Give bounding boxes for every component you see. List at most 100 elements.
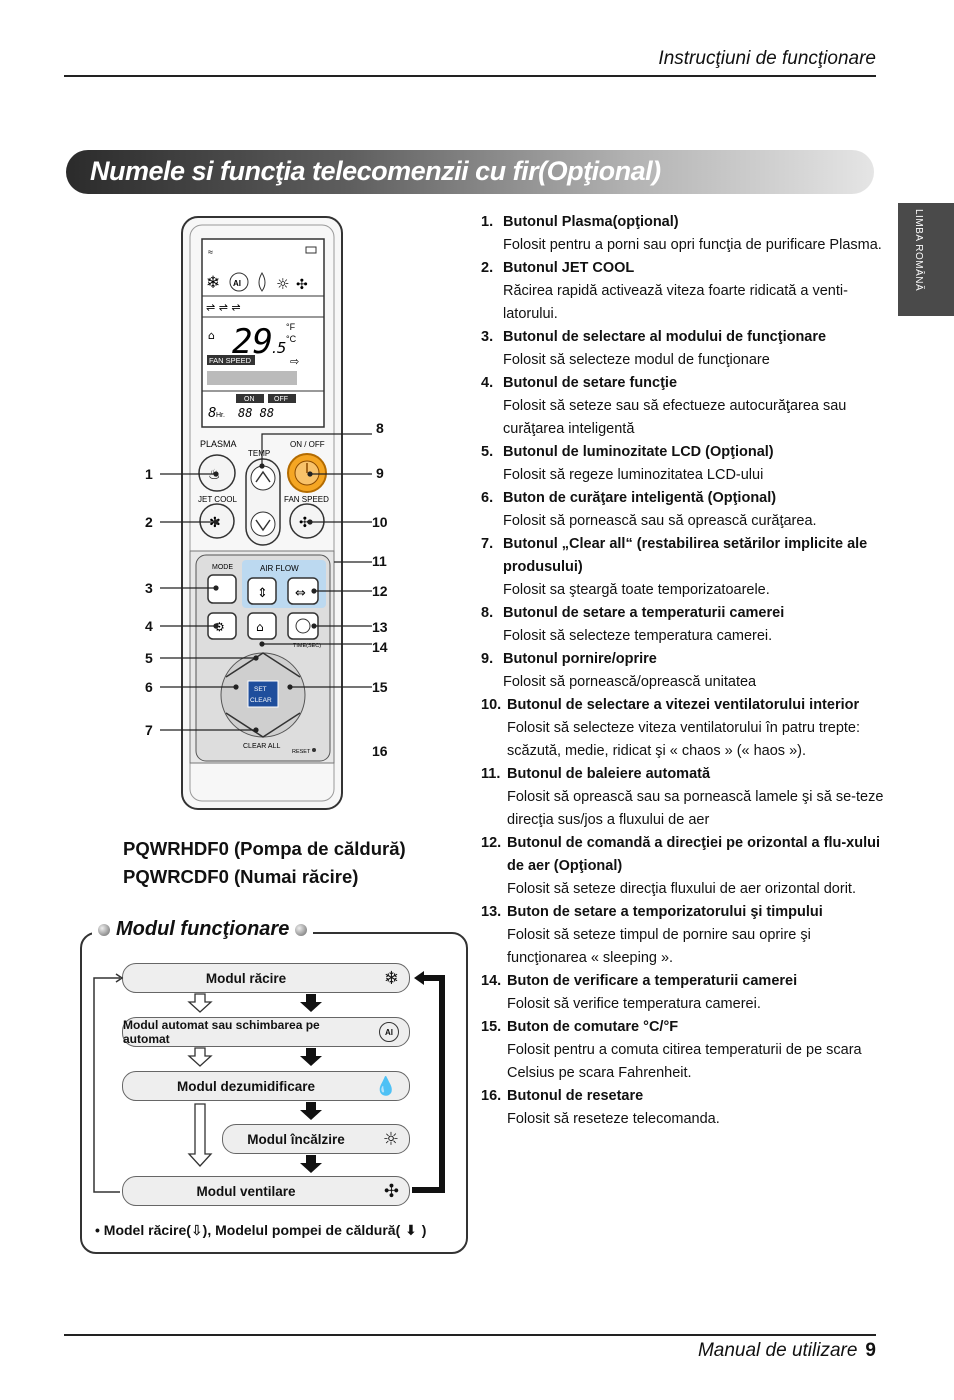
svg-text:Hr.: Hr. (216, 412, 225, 419)
callout-1: 1 (145, 466, 153, 482)
description-item-title: 9.Butonul pornire/oprire (481, 648, 891, 671)
svg-text:CLEAR: CLEAR (250, 697, 272, 704)
description-item: 13. Buton de setare a temporizatorului şi… (481, 901, 891, 970)
callout-7: 7 (145, 722, 153, 738)
description-item-text: Folosit să seteze timpul de pornire sau … (507, 927, 811, 966)
callout-5: 5 (145, 650, 153, 666)
description-item-heading: Butonul de selectare al modului de funcţ… (503, 329, 827, 345)
description-item-text: Folosit să seteze direcţia fluxului de a… (507, 881, 856, 897)
svg-text:⇔: ⇔ (295, 586, 306, 601)
ai-icon: AI (379, 1022, 399, 1042)
mode-auto: Modul automat sau schimbarea pe automat … (122, 1017, 410, 1047)
description-item-text: Folosit să verifice temperatura camerei. (507, 996, 761, 1012)
description-item-title: 10.Butonul de selectare a vitezei ventil… (481, 694, 891, 717)
solid-down-arrow-icon: ⬇ (400, 1223, 422, 1239)
description-item-heading: Buton de setare a temporizatorului şi ti… (507, 904, 823, 920)
svg-text:8: 8 (208, 406, 216, 421)
description-item-text: Folosit să seteze sau să efectueze autoc… (503, 398, 847, 437)
description-item-number: 13. (481, 904, 502, 920)
svg-text:⌂: ⌂ (208, 329, 215, 342)
description-item-number: 2. (481, 260, 494, 276)
description-item-heading: Butonul de comandă a direcţiei pe orizon… (507, 835, 881, 874)
svg-text:OFF: OFF (274, 396, 288, 403)
svg-text:FAN SPEED: FAN SPEED (284, 495, 329, 504)
description-item-text: Folosit să selecteze modul de funcţionar… (503, 352, 770, 368)
sun-icon: ☼ (382, 1128, 399, 1150)
svg-text:✣: ✣ (296, 277, 308, 293)
description-item-title: 2. Butonul JET COOL (481, 257, 891, 280)
description-item-number: 4. (481, 375, 494, 391)
description-item-number: 5. (481, 444, 494, 460)
callout-6: 6 (145, 679, 153, 695)
callout-lines (160, 433, 372, 733)
description-item-number: 8. (481, 605, 494, 621)
description-item-text: Folosit pentru a comuta citirea temperat… (507, 1042, 862, 1081)
mode-flow-arrows (93, 971, 445, 1193)
description-item-heading: Butonul JET COOL (503, 260, 635, 276)
description-item: 5.Butonul de luminozitate LCD (Opţional)… (481, 441, 891, 487)
mode-heating: Modul încălzire ☼ (222, 1124, 410, 1154)
model-heat-pump: PQWRHDF0 (Pompa de căldură) (123, 838, 406, 859)
description-item-title: 4.Butonul de setare funcţie (481, 372, 891, 395)
description-item: 10.Butonul de selectare a vitezei ventil… (481, 694, 891, 763)
description-item-number: 15. (481, 1019, 502, 1035)
description-item-heading: Butonul pornire/oprire (503, 651, 657, 667)
language-tab: LIMBA ROMÂNĂ (898, 203, 954, 316)
svg-text:CLEAR ALL: CLEAR ALL (243, 743, 280, 750)
page-title: Numele si funcţia telecomenzii cu fir(Op… (90, 156, 661, 186)
svg-text:FAN SPEED: FAN SPEED (209, 356, 252, 365)
callout-12: 12 (372, 583, 388, 599)
description-item: 12.Butonul de comandă a direcţiei pe ori… (481, 832, 891, 901)
modes-legend: • Model răcire(⇩), Modelul pompei de căl… (95, 1222, 427, 1239)
description-item-text: Folosit să reseteze telecomanda. (507, 1111, 720, 1127)
callout-10: 10 (372, 514, 388, 530)
callout-16: 16 (372, 743, 388, 759)
mode-fan: Modul ventilare ✣ (122, 1176, 410, 1206)
description-item: 1.Butonul Plasma(opţional)Folosit pentru… (481, 211, 891, 257)
mode-dehumidify: Modul dezumidificare 💧 (122, 1071, 410, 1101)
svg-text:TIME(SEC): TIME(SEC) (293, 643, 321, 649)
svg-text:ON / OFF: ON / OFF (290, 440, 325, 449)
description-item-heading: Butonul de resetare (507, 1088, 644, 1104)
description-item: 8. Butonul de setare a temperaturii camer… (481, 602, 891, 648)
description-item-text: Folosit să selecteze viteza ventilatorul… (507, 720, 861, 759)
header-rule (64, 75, 876, 77)
water-drop-icon: 💧 (374, 1075, 397, 1097)
callout-15: 15 (372, 679, 388, 695)
svg-text:TEMP: TEMP (248, 449, 270, 458)
fan-icon: ✣ (383, 1180, 399, 1202)
footer-manual-label: Manual de utilizare (697, 1340, 858, 1361)
description-item-heading: Butonul de setare a temperaturii camerei (503, 605, 785, 621)
description-item-heading: Butonul „Clear all“ (restabilirea setări… (503, 536, 868, 575)
callout-2: 2 (145, 514, 153, 530)
page-number: 9 (865, 1340, 876, 1361)
description-item-number: 11. (481, 766, 501, 782)
svg-text:JET COOL: JET COOL (198, 495, 238, 504)
description-item: 7.Butonul „Clear all“ (restabilirea setă… (481, 533, 891, 602)
operation-modes-title: Modul funcţionare (92, 918, 314, 941)
description-item-title: 6.Buton de curăţare inteligentă (Opţiona… (481, 487, 891, 510)
description-item-heading: Butonul Plasma(opţional) (503, 214, 679, 230)
description-item-title: 14.Buton de verificare a temperaturii ca… (481, 970, 891, 993)
description-item-text: Folosit să selecteze temperatura camerei… (503, 628, 773, 644)
language-tab-label: LIMBA ROMÂNĂ (913, 209, 924, 292)
description-item-heading: Butonul de selectare a vitezei ventilato… (507, 697, 860, 713)
callout-13: 13 (372, 619, 388, 635)
description-item-heading: Buton de verificare a temperaturii camer… (507, 973, 798, 989)
description-item-text: Folosit să oprească sau sa pornească lam… (507, 789, 884, 828)
button-descriptions-list: 1.Butonul Plasma(opţional)Folosit pentru… (481, 211, 891, 1131)
svg-text:MODE: MODE (212, 564, 233, 571)
description-item-title: 3.Butonul de selectare al modului de fun… (481, 326, 891, 349)
description-item: 14.Buton de verificare a temperaturii ca… (481, 970, 891, 1016)
svg-text:°F: °F (286, 322, 296, 332)
footer-rule (64, 1334, 876, 1336)
outline-down-arrow-icon: ⇩ (190, 1223, 203, 1239)
description-item-text: Răcirea rapidă activează viteza foarte r… (503, 283, 848, 322)
description-item-number: 6. (481, 490, 494, 506)
description-item-heading: Butonul de baleiere automată (507, 766, 711, 782)
